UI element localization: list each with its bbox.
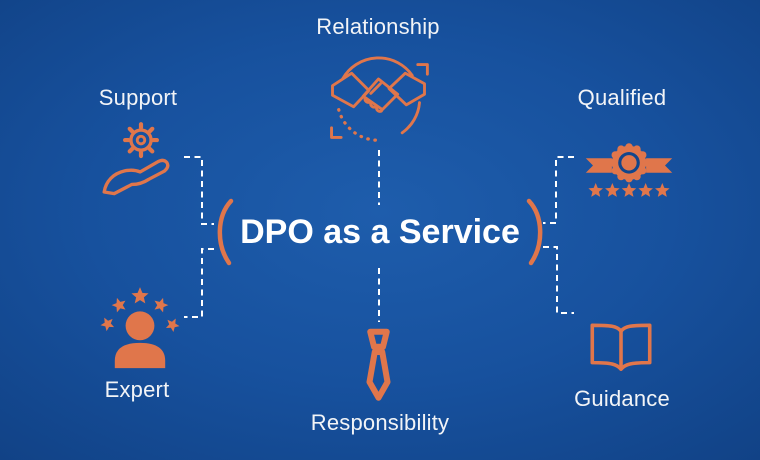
center-title-group: DPO as a Service [217, 194, 543, 270]
page-title: DPO as a Service [240, 212, 520, 251]
medal-ribbon-stars-icon [584, 123, 674, 199]
hand-holding-gear-icon [99, 120, 183, 197]
qualified-label: Qualified [577, 85, 667, 110]
responsibility-label: Responsibility [310, 410, 450, 435]
expert-label: Expert [104, 377, 170, 402]
open-book-icon [585, 321, 657, 377]
relationship-label: Relationship [316, 14, 440, 39]
necktie-icon [362, 327, 395, 410]
person-with-stars-icon [95, 287, 185, 370]
handshake-icon [321, 51, 436, 151]
support-label: Support [98, 85, 178, 110]
close-paren-arc [525, 196, 551, 268]
open-paren-arc [209, 196, 235, 268]
guidance-label: Guidance [574, 386, 670, 411]
